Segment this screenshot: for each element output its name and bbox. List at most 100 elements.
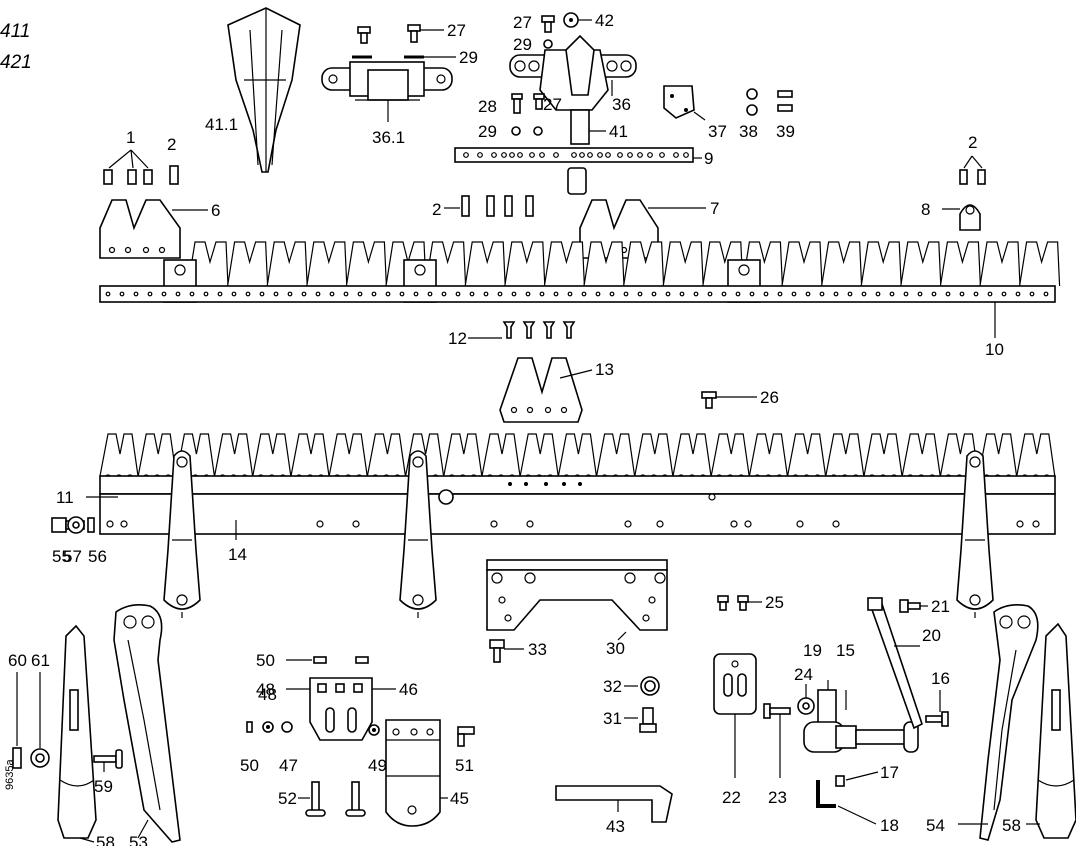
key-part-18 bbox=[816, 780, 877, 825]
rod-part-43 bbox=[555, 785, 673, 823]
label-19: 19 bbox=[803, 641, 822, 660]
label-50-a: 50 bbox=[256, 651, 275, 670]
label-61: 61 bbox=[31, 651, 50, 670]
label-16: 16 bbox=[931, 669, 950, 688]
divider-point-part bbox=[227, 7, 301, 173]
cutter-bar-assembly bbox=[99, 433, 1056, 535]
hanger-arms bbox=[163, 450, 994, 618]
label-41-1: 41.1 bbox=[205, 115, 238, 134]
label-31: 31 bbox=[603, 709, 622, 728]
reference-code: 9635a bbox=[4, 759, 16, 790]
label-58-b: 58 bbox=[1002, 816, 1021, 835]
label-27-a: 27 bbox=[447, 21, 466, 40]
label-36-1: 36.1 bbox=[372, 128, 405, 147]
label-24: 24 bbox=[794, 665, 813, 684]
label-51: 51 bbox=[455, 756, 474, 775]
screw-part-17 bbox=[835, 771, 879, 787]
nut-part-56 bbox=[87, 517, 95, 533]
label-11: 11 bbox=[56, 488, 74, 507]
bolt-part-59 bbox=[93, 749, 123, 772]
plate-part-37 bbox=[663, 85, 706, 121]
bolt-part-27b bbox=[541, 15, 555, 33]
bolt-part-39 bbox=[777, 90, 793, 112]
divider-finger-part-58a bbox=[57, 624, 97, 843]
pin-part-50a bbox=[286, 656, 369, 664]
screw-part-28 bbox=[511, 93, 523, 114]
plate-part-46 bbox=[309, 677, 396, 741]
label-57: 57 bbox=[63, 547, 82, 566]
bolt-group-2 bbox=[444, 195, 534, 217]
label-46: 46 bbox=[399, 680, 418, 699]
divider-finger-part-58b bbox=[1026, 622, 1076, 839]
bolt-part-21 bbox=[899, 599, 928, 613]
label-10: 10 bbox=[985, 340, 1004, 359]
label-48-a: 48 bbox=[256, 680, 275, 699]
screw-part-51 bbox=[457, 726, 475, 747]
label-37: 37 bbox=[708, 122, 727, 141]
label-38: 38 bbox=[739, 122, 758, 141]
label-20: 20 bbox=[922, 626, 941, 645]
arm-part-53 bbox=[113, 604, 181, 843]
plate-part-22 bbox=[713, 653, 757, 778]
bolt-part-31 bbox=[624, 707, 657, 733]
knife-back-bar-part-10 bbox=[99, 241, 1061, 338]
strip-part-9 bbox=[454, 147, 702, 195]
label-8: 8 bbox=[921, 200, 930, 219]
hinge-bracket-part bbox=[321, 61, 453, 122]
label-29-c: 29 bbox=[478, 122, 497, 141]
bracket-part-30 bbox=[486, 559, 668, 641]
label-47: 47 bbox=[279, 756, 298, 775]
label-27-c: 27 bbox=[543, 95, 562, 114]
bolt-part-26 bbox=[701, 391, 757, 409]
label-2-c: 2 bbox=[968, 133, 977, 152]
header-code-1: 411 bbox=[0, 21, 30, 42]
label-2-b: 2 bbox=[432, 200, 441, 219]
clip-part-8 bbox=[942, 204, 981, 231]
label-25: 25 bbox=[765, 593, 784, 612]
label-14: 14 bbox=[228, 545, 247, 564]
washer-part-29c bbox=[511, 126, 521, 136]
label-39: 39 bbox=[776, 122, 795, 141]
label-54: 54 bbox=[926, 816, 945, 835]
arm-part-54 bbox=[958, 604, 1039, 841]
label-28: 28 bbox=[478, 97, 497, 116]
bolt-pair-52 bbox=[298, 781, 366, 817]
drive-unit-part-15 bbox=[803, 680, 919, 753]
label-27-b: 27 bbox=[513, 13, 532, 32]
bolt-part-33 bbox=[489, 639, 524, 663]
label-33: 33 bbox=[528, 640, 547, 659]
washer-part-29d bbox=[533, 126, 543, 136]
leader-2c bbox=[963, 155, 983, 169]
label-60: 60 bbox=[8, 651, 27, 670]
label-23: 23 bbox=[768, 788, 787, 807]
label-50-b: 50 bbox=[240, 756, 259, 775]
strap-part-45 bbox=[385, 719, 448, 827]
washer-part-32 bbox=[624, 676, 660, 696]
label-55: 55 bbox=[52, 547, 71, 566]
label-49: 49 bbox=[368, 756, 387, 775]
washer-group-48-47 bbox=[246, 721, 293, 733]
label-32: 32 bbox=[603, 677, 622, 696]
screw-part-27c bbox=[533, 93, 545, 110]
label-7: 7 bbox=[710, 199, 719, 218]
label-2-a: 2 bbox=[167, 135, 176, 154]
washer-part-61 bbox=[30, 672, 50, 768]
label-12: 12 bbox=[448, 329, 467, 348]
bolt-pair-25 bbox=[717, 595, 762, 611]
header-code-2: 421 bbox=[0, 52, 32, 73]
leader-1 bbox=[108, 149, 149, 169]
bolt-part-27 bbox=[357, 24, 444, 44]
washer-part-57 bbox=[67, 516, 85, 534]
washer-part-38 bbox=[746, 88, 758, 116]
label-53: 53 bbox=[129, 833, 148, 846]
label-26: 26 bbox=[760, 388, 779, 407]
washer-part-49 bbox=[368, 724, 380, 736]
rivet-group-12 bbox=[468, 321, 576, 339]
label-36: 36 bbox=[612, 95, 631, 114]
bolt-part-23 bbox=[763, 703, 791, 778]
label-59: 59 bbox=[94, 777, 113, 796]
label-42: 42 bbox=[595, 11, 614, 30]
lever-part-20 bbox=[867, 597, 923, 730]
